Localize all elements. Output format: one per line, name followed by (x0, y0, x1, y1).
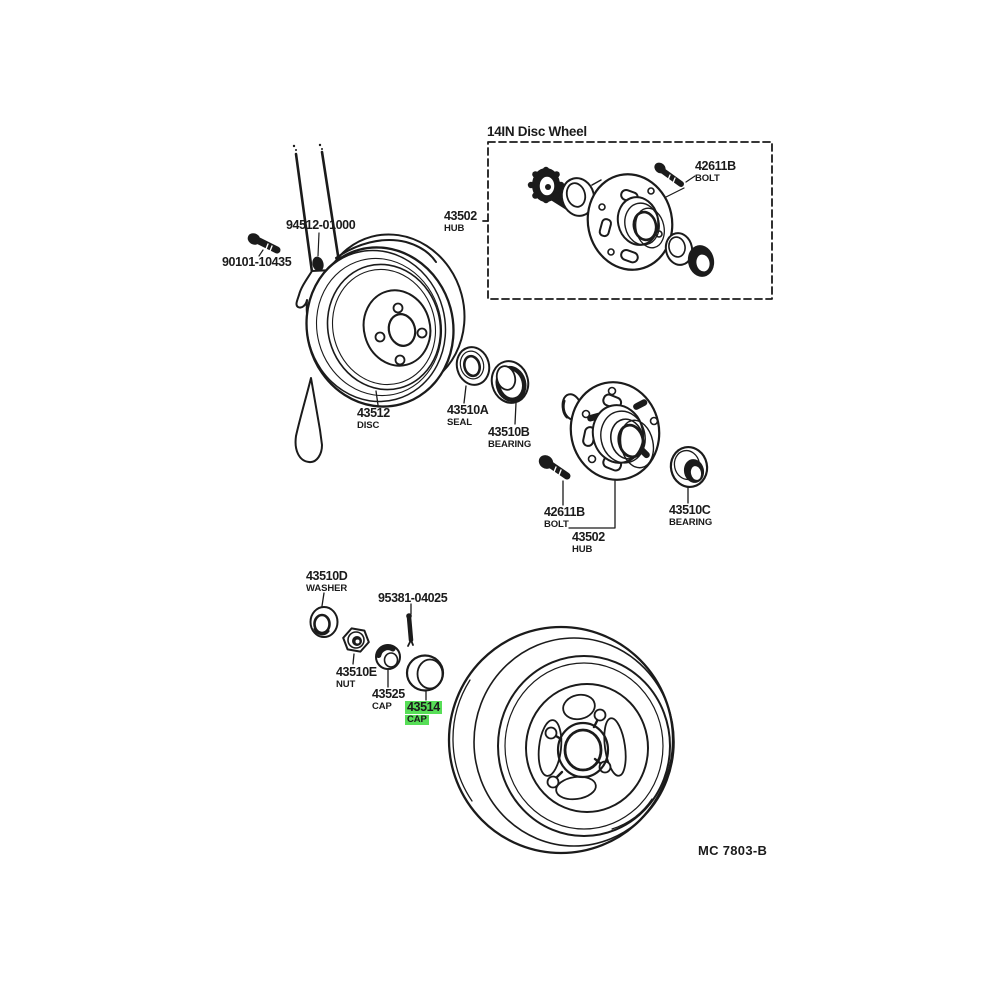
part-label-43502: 43502 HUB (572, 530, 605, 556)
part-caption: HUB (444, 223, 465, 235)
part-caption: CAP (372, 701, 392, 713)
figure-code-text: MC 7803-B (698, 843, 768, 858)
part-label-90101-10435: 90101-10435 (222, 255, 292, 269)
hub-bolt-drawing (538, 455, 571, 506)
part-number[interactable]: 43514 (405, 700, 442, 715)
part-label-95381-04025: 95381-04025 (378, 591, 448, 605)
part-caption[interactable]: CAP (405, 714, 429, 726)
inset-hub-drawing (527, 162, 715, 277)
inner-bearing-drawing (490, 360, 530, 425)
part-label-43502-inset: 43502 HUB (444, 209, 477, 235)
part-caption: NUT (336, 679, 356, 691)
part-label-94512-01000: 94512-01000 (286, 218, 356, 232)
part-number: 43502 (572, 530, 605, 544)
seal-drawing (455, 346, 491, 404)
part-label-43510d: 43510D WASHER (306, 569, 348, 595)
figure-code: MC 7803-B (698, 844, 767, 858)
part-label-42611b: 42611B BOLT (544, 505, 585, 531)
part-number: 43525 (372, 687, 405, 701)
nut-drawing (342, 627, 370, 665)
part-caption: BOLT (544, 519, 569, 531)
part-caption: DISC (357, 420, 380, 432)
part-label-43510e: 43510E NUT (336, 665, 377, 691)
part-number: 43502 (444, 209, 477, 223)
part-number: 43510E (336, 665, 377, 679)
part-caption: WASHER (306, 583, 348, 595)
part-number: 43510A (447, 403, 489, 417)
part-number: 42611B (695, 159, 736, 173)
disc-drawing (305, 233, 466, 408)
part-number: 42611B (544, 505, 585, 519)
part-caption: SEAL (447, 417, 472, 429)
grease-cap-drawing (405, 654, 445, 701)
hub-drawing (561, 381, 661, 529)
wheel-drawing (447, 625, 675, 855)
inset-box-title: 14IN Disc Wheel (487, 124, 587, 139)
part-number: 43510D (306, 569, 348, 583)
cotter-pin-drawing (406, 603, 414, 647)
part-caption: HUB (572, 544, 593, 556)
part-number: 90101-10435 (222, 255, 292, 269)
part-caption: BEARING (488, 439, 532, 451)
part-number: 43510B (488, 425, 530, 439)
washer-drawing (309, 592, 339, 638)
part-caption: BEARING (669, 517, 713, 529)
part-label-43525: 43525 CAP (372, 687, 405, 713)
part-label-43510c: 43510C BEARING (669, 503, 713, 529)
part-caption: BOLT (695, 173, 720, 185)
part-label-43510b: 43510B BEARING (488, 425, 532, 451)
part-label-43510a: 43510A SEAL (447, 403, 489, 429)
inset-box-drawing (482, 141, 773, 300)
part-label-43514-highlighted[interactable]: 43514 CAP (405, 700, 442, 726)
part-number: 43512 (357, 406, 390, 420)
outer-bearing-drawing (669, 445, 709, 504)
part-label-42611b-inset: 42611B BOLT (695, 159, 736, 185)
part-number: 95381-04025 (378, 591, 448, 605)
knuckle-bolt-drawing (247, 233, 281, 257)
inset-title-text: 14IN Disc Wheel (487, 124, 587, 139)
part-number: 94512-01000 (286, 218, 356, 232)
part-number: 43510C (669, 503, 711, 517)
inner-cap-drawing (375, 644, 401, 688)
part-label-43512: 43512 DISC (357, 406, 390, 432)
